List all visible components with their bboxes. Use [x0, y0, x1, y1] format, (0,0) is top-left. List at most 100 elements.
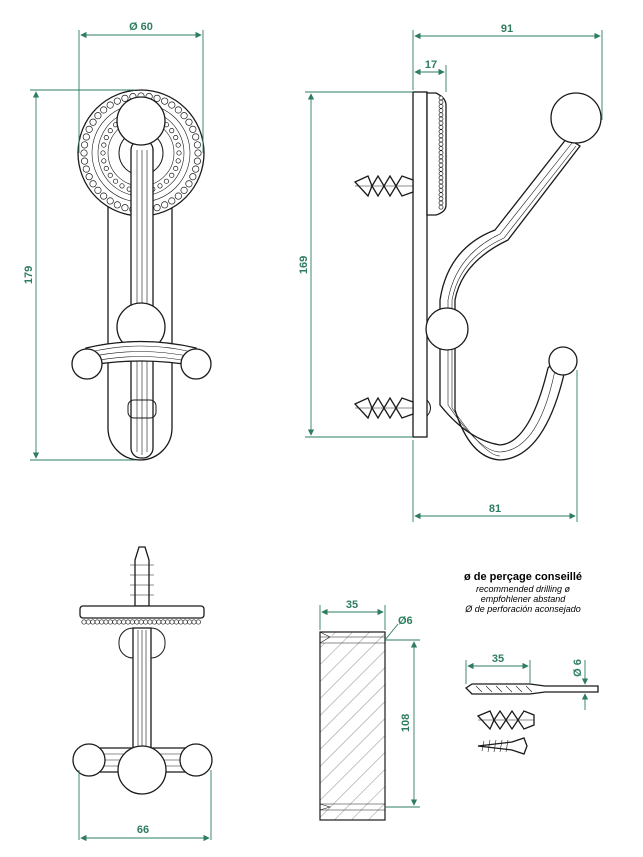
bead: [438, 129, 444, 134]
bead: [85, 173, 93, 181]
bead: [101, 158, 107, 164]
top-wall-anchor: [353, 174, 414, 198]
wall-section-dimensions: 35 Ø6 108: [319, 599, 420, 808]
bead: [165, 619, 171, 625]
legend-anchor: [476, 709, 535, 731]
bead: [168, 197, 176, 205]
bead: [157, 183, 163, 189]
bead: [169, 128, 175, 134]
drilling-note-title: ø de perçage conseillé: [464, 571, 582, 583]
side-bottom-ball: [548, 346, 578, 376]
bead: [82, 165, 90, 173]
bead: [161, 201, 169, 209]
bead: [173, 619, 179, 625]
bead: [438, 171, 444, 176]
bead: [193, 157, 201, 165]
bead: [438, 204, 444, 210]
bead: [103, 619, 109, 625]
bead: [90, 619, 96, 625]
bead: [438, 175, 444, 181]
bead: [438, 137, 444, 143]
drilling-note-en: recommended drilling ø: [476, 584, 571, 594]
bead: [121, 204, 129, 212]
bead: [438, 158, 444, 164]
drill-bit: [464, 683, 599, 695]
side-hook: [439, 137, 581, 461]
side-depth-total-label: 91: [501, 23, 513, 35]
drill-diameter-label: Ø 6: [572, 659, 584, 677]
bead: [174, 192, 182, 200]
bead: [438, 141, 444, 147]
bead: [176, 150, 182, 156]
drilling-note-de: empfohlener abstand: [481, 594, 567, 604]
bead: [192, 133, 200, 141]
bead: [82, 133, 90, 141]
bead: [161, 97, 169, 105]
bead: [160, 619, 166, 625]
bead: [99, 619, 105, 625]
bead: [438, 150, 444, 155]
bead: [182, 619, 188, 625]
bead: [107, 172, 113, 178]
bead: [106, 101, 114, 109]
bead: [138, 619, 144, 625]
wall-section: [319, 631, 386, 821]
side-middle-ball: [425, 307, 469, 351]
bead: [438, 162, 444, 168]
block-hole-label: Ø6: [398, 615, 413, 627]
bead: [175, 158, 181, 164]
bottom-plate: [79, 605, 205, 619]
side-plate: [412, 91, 428, 438]
drilling-note-es: Ø de perforación aconsejado: [464, 604, 581, 614]
bead: [438, 112, 444, 118]
bead: [147, 619, 153, 625]
bead: [169, 619, 175, 625]
bead: [185, 118, 193, 126]
bead: [438, 125, 444, 130]
bottom-left-ball: [72, 743, 106, 777]
bead: [121, 94, 129, 102]
bead: [101, 142, 107, 148]
bead: [438, 133, 444, 139]
side-height-label: 169: [298, 256, 310, 274]
side-top-ball: [550, 92, 602, 144]
bead: [178, 619, 184, 625]
bead: [180, 112, 188, 120]
bottom-width-label: 66: [137, 824, 149, 836]
bead: [168, 101, 176, 109]
front-top-ball: [116, 96, 166, 146]
bead: [187, 619, 193, 625]
bead: [438, 200, 444, 206]
bottom-center-ball: [117, 745, 167, 795]
bead: [438, 196, 444, 202]
bead: [438, 95, 444, 101]
bead: [119, 183, 125, 189]
bead: [189, 173, 197, 181]
front-view: [71, 89, 212, 461]
bead: [103, 134, 109, 141]
side-depth-plate-label: 17: [425, 59, 437, 71]
bead: [438, 108, 444, 113]
bead: [80, 149, 88, 157]
bead: [438, 179, 444, 185]
front-dimensions: Ø 60 179: [23, 21, 204, 461]
wall-block: [319, 631, 386, 821]
bead: [153, 94, 161, 102]
bead: [94, 112, 102, 120]
side-dimensions: 91 17 169 81: [298, 23, 603, 522]
bead: [438, 104, 444, 109]
front-right-ball: [180, 348, 212, 380]
bead: [143, 619, 149, 625]
bead: [438, 183, 444, 189]
bead: [438, 188, 444, 193]
front-diameter-label: Ø 60: [129, 21, 153, 33]
bead: [112, 619, 118, 625]
bead: [107, 128, 113, 134]
front-left-ball: [71, 348, 103, 380]
bead: [174, 106, 182, 114]
front-rosette-beads: [80, 92, 202, 214]
drill-length-label: 35: [492, 653, 504, 665]
bead: [169, 172, 175, 178]
bead: [194, 149, 202, 157]
bead: [185, 180, 193, 188]
